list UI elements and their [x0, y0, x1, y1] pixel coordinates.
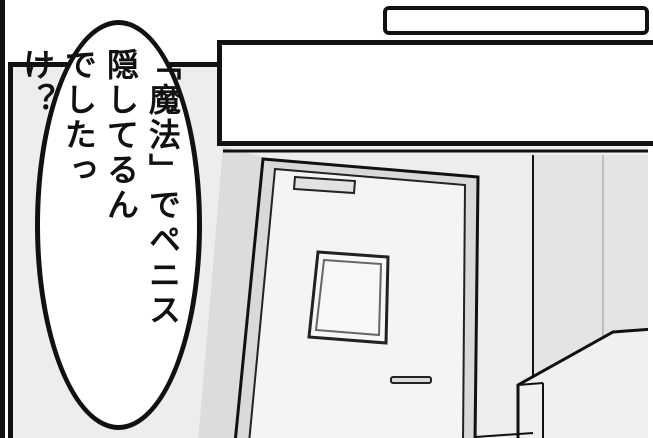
door-sign [292, 175, 357, 195]
door-handle [390, 376, 432, 384]
caption-box-large [217, 40, 653, 146]
left-panel-edge [0, 0, 5, 438]
door-window [307, 250, 390, 345]
speech-line-4: け？ [18, 48, 56, 118]
caption-box-small [383, 6, 649, 35]
floor-line [474, 432, 534, 438]
speech-line-3: でしたっ [60, 48, 98, 188]
box-top-edge [517, 382, 544, 386]
speech-line-1: 「魔法」でペニス [144, 48, 182, 328]
door-window-inner [314, 258, 383, 337]
speech-bubble [35, 20, 202, 430]
speech-line-2: 隠してるん [102, 48, 140, 223]
speech-bubble-text: 「魔法」でペニス 隠してるん でしたっ け？ [18, 48, 184, 418]
